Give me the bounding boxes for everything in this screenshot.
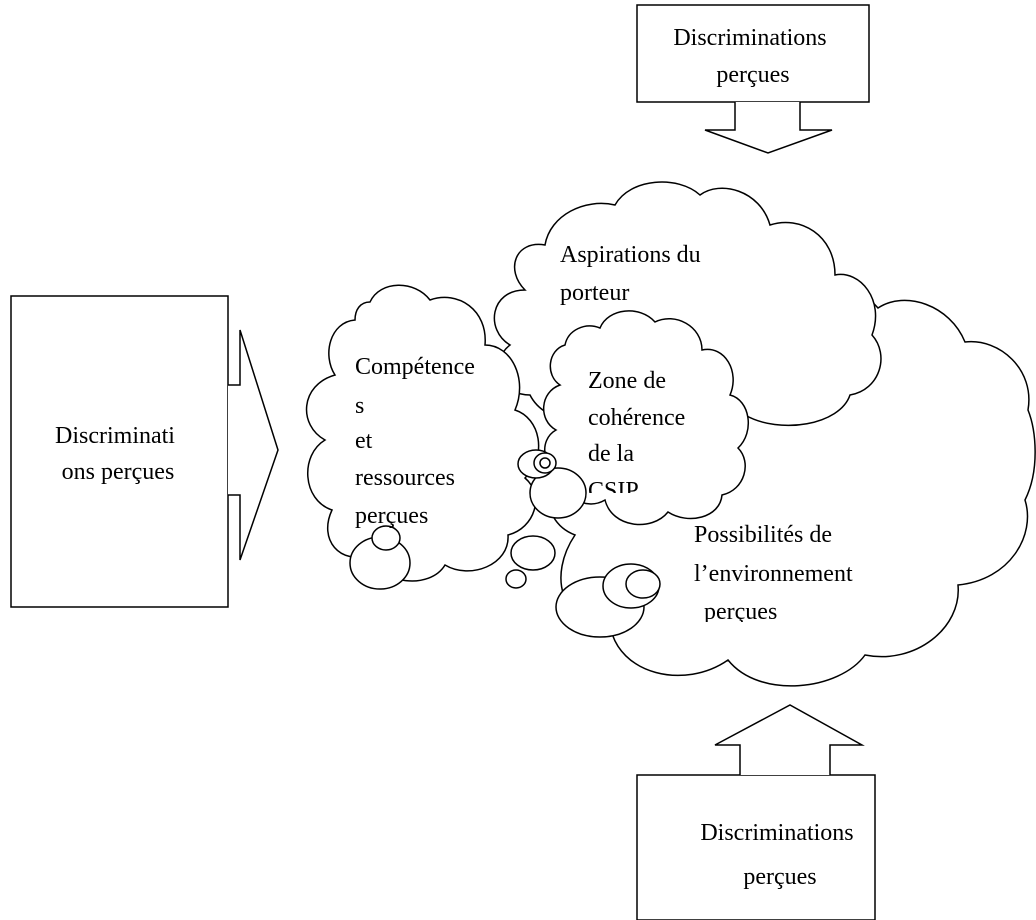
cloud-zone <box>542 310 749 526</box>
competences-label: Compétence s et ressources perçues <box>355 354 481 529</box>
down-arrow <box>704 102 833 154</box>
bubble <box>529 467 587 519</box>
bubble <box>371 525 401 551</box>
left-box-label: Discriminati ons perçues <box>55 423 181 485</box>
aspirations-label: Aspirations du porteur <box>560 242 707 306</box>
bubble <box>505 569 527 589</box>
bottom-box <box>636 774 876 920</box>
top-box-label: Discriminations perçues <box>673 25 832 88</box>
bottom-box-label: Discriminations perçues <box>700 820 859 890</box>
zone-label: Zone de cohérence de la CSIP <box>588 368 691 504</box>
bubble <box>539 457 551 469</box>
bubble <box>625 569 661 599</box>
right-arrow <box>228 329 279 561</box>
up-arrow <box>714 704 865 775</box>
top-box <box>636 4 870 103</box>
left-box <box>10 295 229 608</box>
bubble <box>510 535 556 571</box>
possibilites-label: Possibilités de l’environnement perçues <box>694 522 859 625</box>
cloud-competences <box>305 284 540 582</box>
